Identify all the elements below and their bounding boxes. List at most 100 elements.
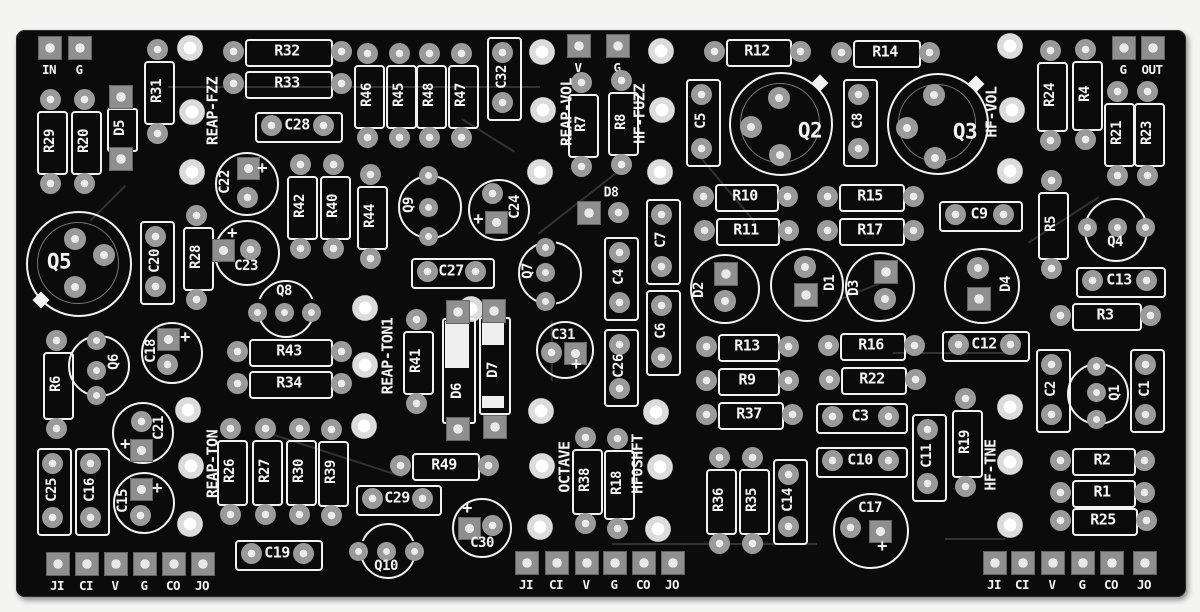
pad-hole [535, 291, 555, 311]
pad-hole [1134, 403, 1156, 425]
via [528, 398, 554, 424]
pad-hole [1081, 269, 1103, 291]
pad-hole [1040, 169, 1062, 191]
pad-hole [450, 126, 472, 148]
pad-label-g: G [1078, 576, 1086, 592]
pad-label-g: G [1119, 61, 1127, 77]
pad-hole [129, 504, 151, 526]
pad-hole [86, 385, 106, 405]
ref-C29: C29 [384, 488, 410, 507]
via [647, 159, 673, 185]
via [352, 352, 378, 378]
pad-hole [570, 71, 592, 93]
pad-hole [388, 42, 410, 64]
pad-hole [348, 541, 368, 561]
pad-hole [916, 472, 938, 494]
pad-hole [64, 276, 86, 298]
polarity-plus: + [180, 327, 190, 348]
via [997, 449, 1023, 475]
pad-hole [477, 454, 499, 476]
ref-R15: R15 [857, 186, 883, 205]
via [649, 97, 675, 123]
pad-hole [41, 506, 63, 528]
silk-label-hf-fuzz: HF-FUZZ [630, 84, 649, 144]
capacitor-C25 [36, 448, 72, 536]
pad-hole [695, 335, 717, 357]
ref-C17: C17 [858, 500, 882, 516]
capacitor-C13 [1076, 266, 1166, 298]
via [999, 97, 1025, 123]
via [527, 514, 553, 540]
ref-D2: D2 [691, 282, 707, 298]
ref-Q8: Q8 [276, 283, 292, 299]
ref-R21: R21 [1109, 121, 1125, 145]
pad-hole [777, 335, 799, 357]
via [177, 511, 203, 537]
diode-D1 [770, 248, 844, 322]
pad-hole [64, 228, 86, 250]
pad-hole [574, 512, 596, 534]
pad-co [1100, 551, 1124, 575]
ref-C13: C13 [1106, 270, 1132, 289]
pad-hole [330, 372, 352, 394]
pad-square [109, 147, 133, 171]
pad-label-g: G [75, 61, 83, 77]
pad-hole [416, 260, 438, 282]
pad-g [133, 552, 157, 576]
transistor-Q2 [729, 72, 833, 176]
ref-R22: R22 [859, 369, 885, 388]
via [643, 399, 669, 425]
polarity-plus: + [152, 478, 162, 499]
pad-hole [1040, 257, 1062, 279]
pad-hole [330, 72, 352, 94]
pad-hole [610, 69, 632, 91]
ref-R27: R27 [257, 459, 273, 483]
pad-hole [902, 185, 924, 207]
ref-R29: R29 [42, 129, 58, 153]
pad-hole [923, 84, 945, 106]
ref-C20: C20 [147, 249, 163, 273]
pad-hole [847, 83, 869, 105]
ref-R45: R45 [391, 83, 407, 107]
pad-hole [904, 368, 926, 390]
pad-hole [781, 403, 803, 425]
pad-hole [1133, 449, 1155, 471]
capacitor-C8 [842, 79, 878, 167]
pad-hole [93, 244, 115, 266]
pad-hole [916, 418, 938, 440]
silk-label-octave: OCTAVE [555, 441, 574, 493]
ref-R30: R30 [291, 459, 307, 483]
via [352, 295, 378, 321]
ref-R48: R48 [421, 83, 437, 107]
pad-hole [830, 41, 852, 63]
pad-hole [944, 203, 966, 225]
pad-in [38, 36, 62, 60]
pad-hole [274, 302, 294, 322]
pad-hole [312, 114, 334, 136]
pad-hole [411, 487, 433, 509]
ref-R18: R18 [609, 471, 625, 495]
pad-hole [185, 204, 207, 226]
pad-hole [794, 256, 816, 278]
pad-hole [464, 260, 486, 282]
ref-R20: R20 [76, 129, 92, 153]
transistor-can-ring [37, 222, 119, 304]
ref-C23: C23 [234, 258, 258, 274]
ref-C19: C19 [264, 543, 290, 562]
pad-v [567, 34, 591, 58]
pad-hole [330, 340, 352, 362]
pad-v [104, 552, 128, 576]
pad-hole [491, 91, 513, 113]
ref-C5: C5 [693, 113, 709, 129]
capacitor-C4 [603, 237, 639, 321]
pad-hole [650, 203, 672, 225]
via [529, 453, 555, 479]
ref-C21: C21 [151, 416, 167, 440]
capacitor-C12 [942, 330, 1030, 362]
silk-label-reap-ton: REAP-TON [203, 429, 222, 499]
pad-hole [693, 219, 715, 241]
pad-hole [608, 333, 630, 355]
pad-hole [902, 219, 924, 241]
capacitor-C3 [816, 402, 908, 434]
via [997, 33, 1023, 59]
